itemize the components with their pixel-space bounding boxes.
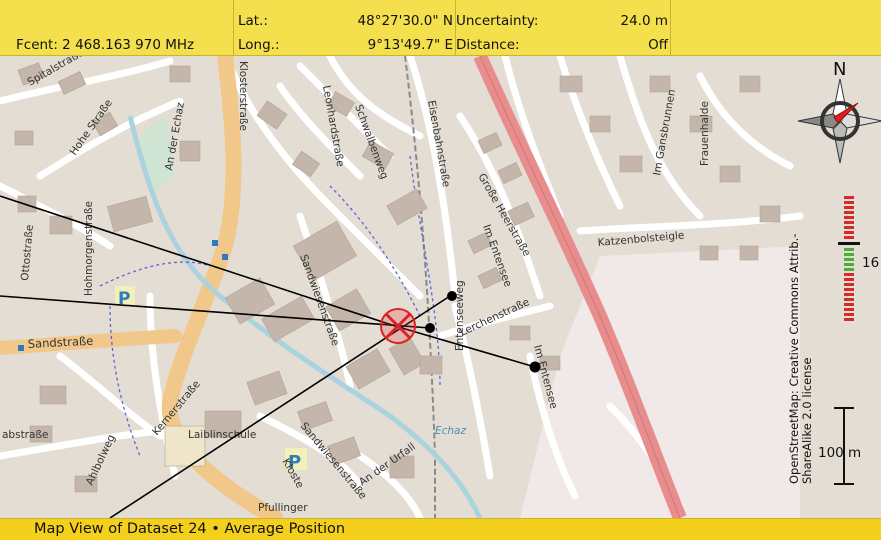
compass-rose-icon: N	[797, 59, 881, 164]
railway-line	[404, 56, 436, 518]
status-text: Map View of Dataset 24 • Average Positio…	[34, 521, 346, 537]
scale-bar	[834, 407, 854, 485]
distance-label: Distance:	[456, 37, 520, 53]
info-header: Fcent: 2 468.163 970 MHz Lat.: 48°27'30.…	[0, 0, 881, 56]
divider	[233, 0, 234, 56]
lat-value: 48°27'30.0" N	[357, 13, 453, 29]
uncertainty-value: 24.0 m	[620, 13, 668, 29]
svg-text:abstraße: abstraße	[2, 429, 49, 441]
svg-text:Entenseeweg: Entenseeweg	[454, 280, 466, 351]
svg-text:Echaz: Echaz	[435, 425, 466, 437]
map-view[interactable]: P P Klosterstraße Hohe Straße An der Ech…	[0, 56, 881, 518]
retail-area	[520, 246, 800, 518]
svg-text:Klosterstraße: Klosterstraße	[237, 61, 249, 131]
svg-text:Ottostraße: Ottostraße	[19, 224, 36, 281]
level-meter	[838, 196, 860, 321]
svg-text:Sandstraße: Sandstraße	[27, 334, 93, 351]
svg-text:Laiblinschule: Laiblinschule	[188, 429, 256, 441]
uncertainty-label: Uncertainty:	[456, 13, 539, 29]
river	[127, 115, 483, 518]
long-label: Long.:	[238, 37, 280, 53]
map-attribution: OpenStreetMap: Creative Commons Attrib.-…	[787, 233, 814, 484]
long-value: 9°13'49.7" E	[367, 37, 453, 53]
divider	[670, 0, 671, 56]
svg-text:Hohmorgenstraße: Hohmorgenstraße	[83, 201, 95, 296]
parking-label: P	[118, 289, 130, 309]
map-canvas[interactable]: P P Klosterstraße Hohe Straße An der Ech…	[0, 56, 881, 518]
bearing-lines	[0, 195, 536, 518]
average-position-marker[interactable]	[380, 308, 416, 344]
scale-label: 100 m	[818, 445, 862, 461]
measurement-points[interactable]	[425, 291, 541, 373]
buildings	[14, 62, 781, 493]
fcent-readout: Fcent: 2 468.163 970 MHz	[16, 37, 195, 53]
level-value: 16	[862, 255, 880, 271]
divider	[455, 0, 456, 56]
status-bar: Map View of Dataset 24 • Average Positio…	[0, 518, 881, 540]
distance-value[interactable]: Off	[648, 37, 668, 53]
bus-stops	[18, 240, 228, 351]
lat-label: Lat.:	[238, 13, 268, 29]
parking-markers: P P	[115, 286, 307, 473]
svg-text:Pfullinger: Pfullinger	[258, 502, 308, 514]
svg-text:Frauenhalde: Frauenhalde	[699, 101, 711, 166]
compass-north-label: N	[833, 59, 846, 80]
parking-label: P	[288, 452, 301, 473]
